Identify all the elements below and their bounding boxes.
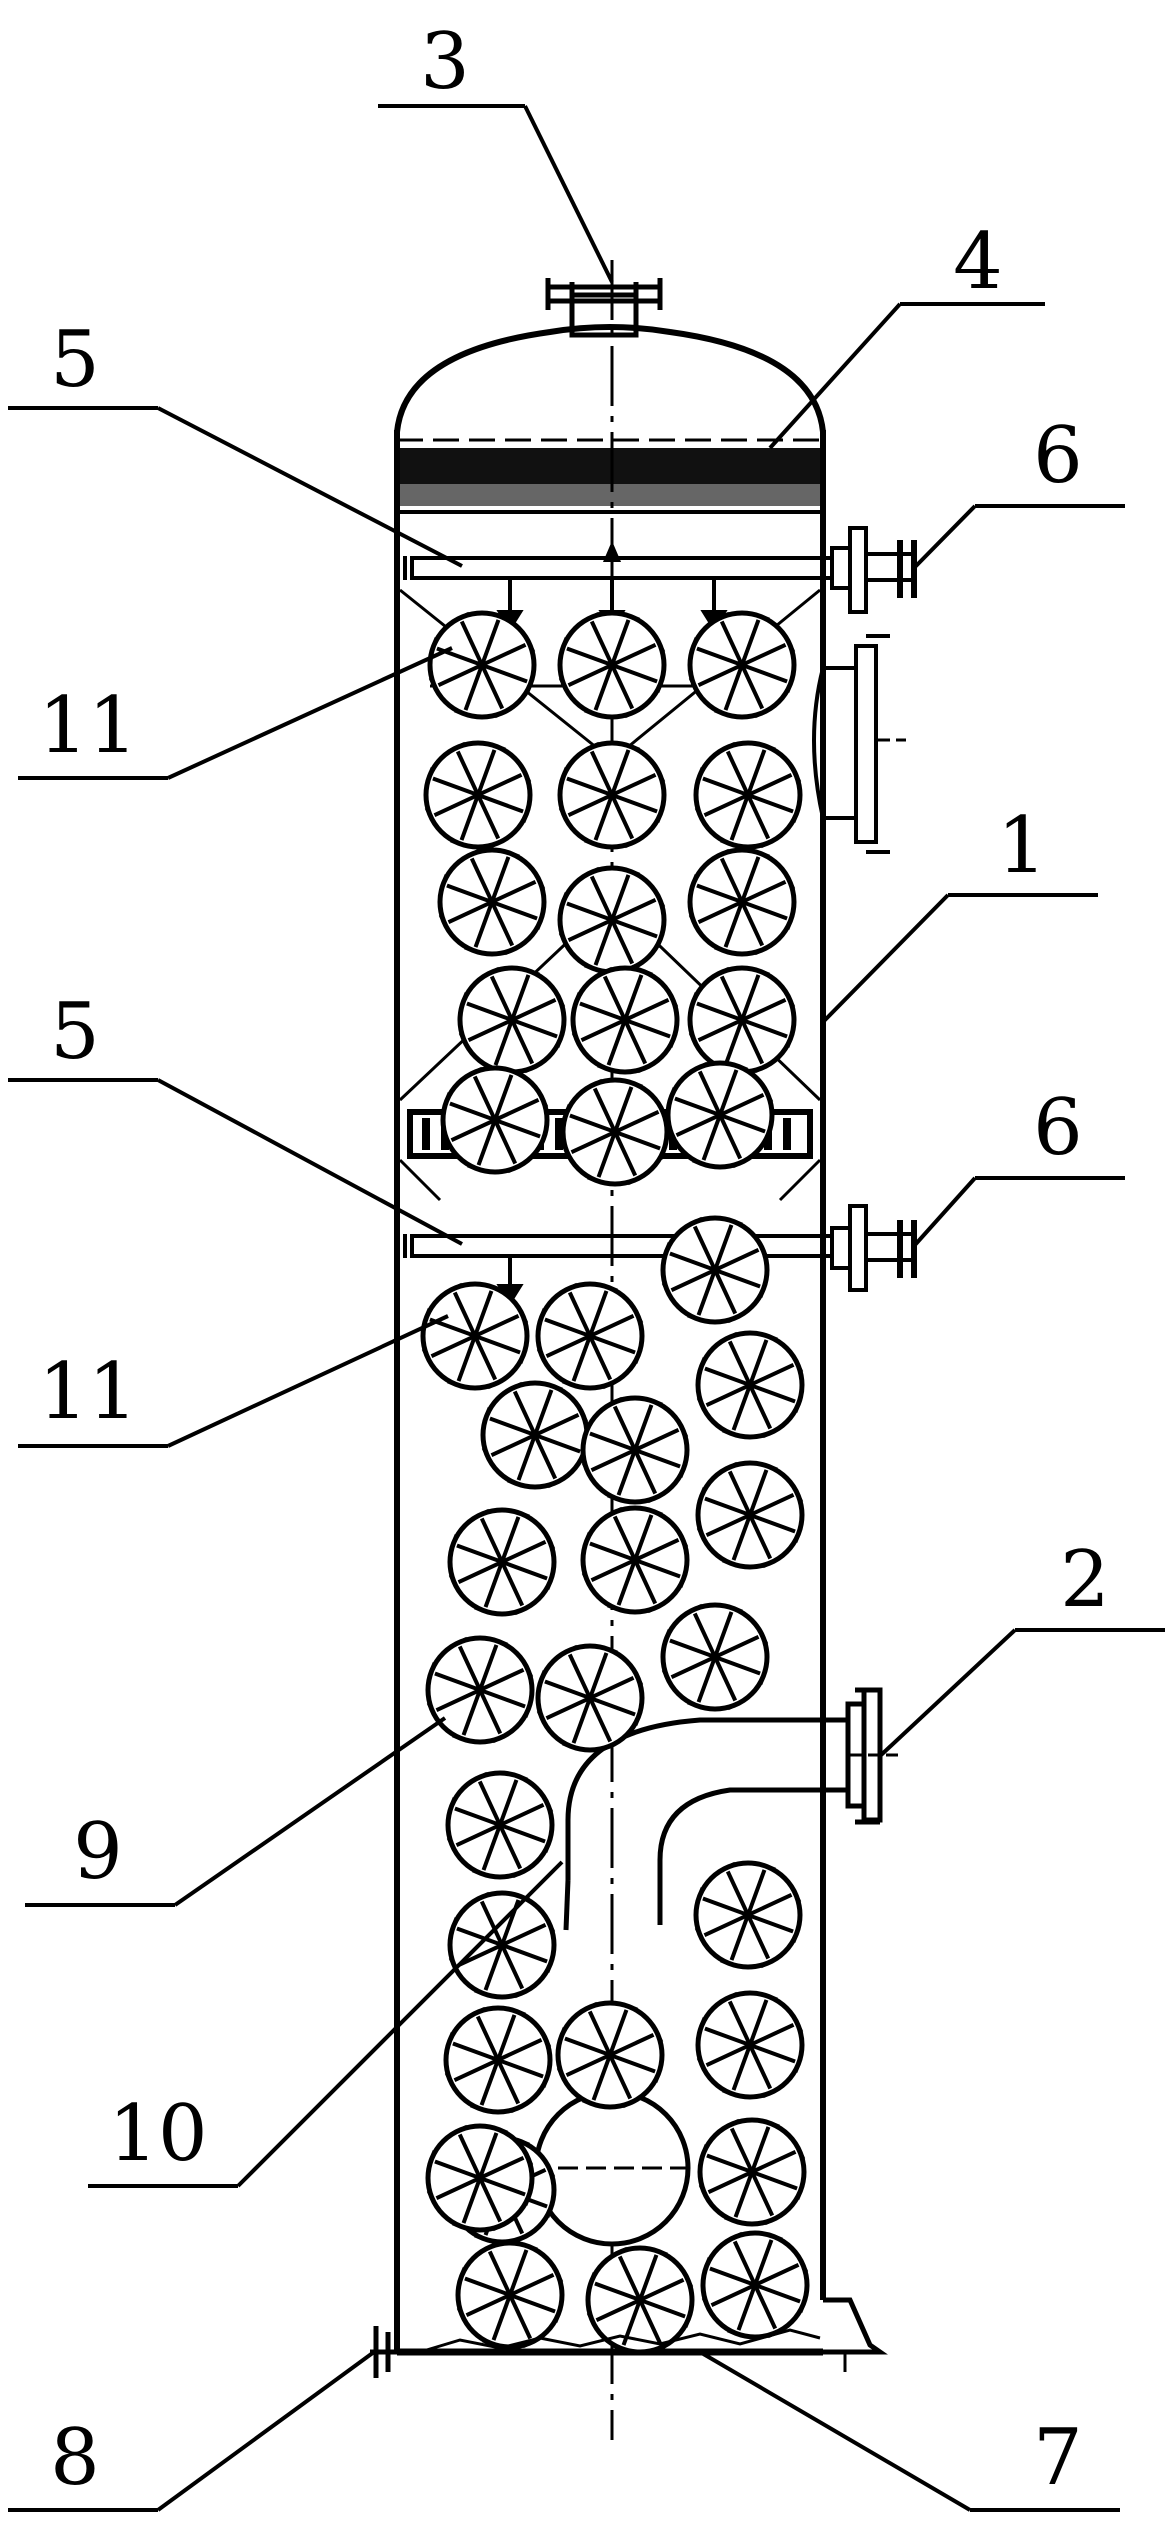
label-10: 10 [108, 2089, 207, 2179]
label-3: 3 [420, 17, 470, 107]
packing-ball [457, 965, 567, 1075]
packing-ball [443, 2005, 553, 2115]
packing-ball [427, 610, 537, 720]
label-9: 9 [73, 1807, 123, 1897]
packing-ball [697, 2117, 807, 2227]
bottom-manway [530, 2089, 694, 2247]
packing-ball [447, 1507, 557, 1617]
label-2: 2 [1060, 1535, 1110, 1625]
label-1: 1 [997, 801, 1047, 891]
demister-layer [400, 448, 820, 514]
packing-ball [447, 1890, 557, 2000]
packing-ball [425, 2123, 535, 2233]
packing-ball [455, 2240, 565, 2350]
packing-ball [580, 1505, 690, 1615]
packing-ball [665, 1060, 775, 1170]
lower-spray-pipe [403, 1204, 917, 1292]
tower-shell [394, 430, 826, 2356]
packing-ball [585, 2245, 695, 2355]
top-dome-head [394, 324, 826, 433]
packing-ball [437, 847, 547, 957]
packing-ball [555, 2000, 665, 2110]
grid-bar [422, 1118, 430, 1150]
label-5-lower: 5 [50, 987, 100, 1077]
packing-ball [695, 1460, 805, 1570]
packing-ball [557, 740, 667, 850]
packing-ball [425, 1635, 535, 1745]
packing-ball [660, 1215, 770, 1325]
top-outlet-nozzle [545, 278, 663, 338]
packing-ball [423, 740, 533, 850]
label-5-upper: 5 [50, 315, 100, 405]
label-8: 8 [50, 2413, 100, 2503]
grid-bar [783, 1118, 791, 1150]
upper-spray-pipe [403, 526, 917, 614]
label-7: 7 [1033, 2413, 1083, 2503]
packing-ball [693, 740, 803, 850]
packing-ball [557, 865, 667, 975]
packing-ball [695, 1990, 805, 2100]
label-6-upper: 6 [1033, 411, 1083, 501]
packing-ball [480, 1380, 590, 1490]
packing-ball [557, 610, 667, 720]
packing-ball [535, 1281, 645, 1391]
side-manway [812, 634, 906, 854]
packing-balls [420, 610, 810, 2355]
packing-ball [700, 2230, 810, 2340]
label-6-lower: 6 [1033, 1083, 1083, 1173]
packing-ball [580, 1395, 690, 1505]
packing-ball [560, 1077, 670, 1187]
packing-ball [420, 1281, 530, 1391]
packing-ball [535, 1643, 645, 1753]
packing-ball [660, 1602, 770, 1712]
packing-ball [687, 965, 797, 1075]
label-11-lower: 11 [38, 1347, 137, 1437]
packing-ball [687, 610, 797, 720]
label-4: 4 [953, 217, 1003, 307]
packing-ball [440, 1065, 550, 1175]
bottom-sump-sediment [419, 2297, 888, 2372]
leader-lines [8, 104, 1165, 2512]
packing-ball [695, 1330, 805, 1440]
packing-ball [687, 847, 797, 957]
packing-ball [445, 1770, 555, 1880]
grid-bar [555, 1118, 563, 1150]
packing-ball [693, 1860, 803, 1970]
packing-ball [570, 965, 680, 1075]
label-11-upper: 11 [38, 681, 137, 771]
bottom-drain [370, 2326, 397, 2378]
